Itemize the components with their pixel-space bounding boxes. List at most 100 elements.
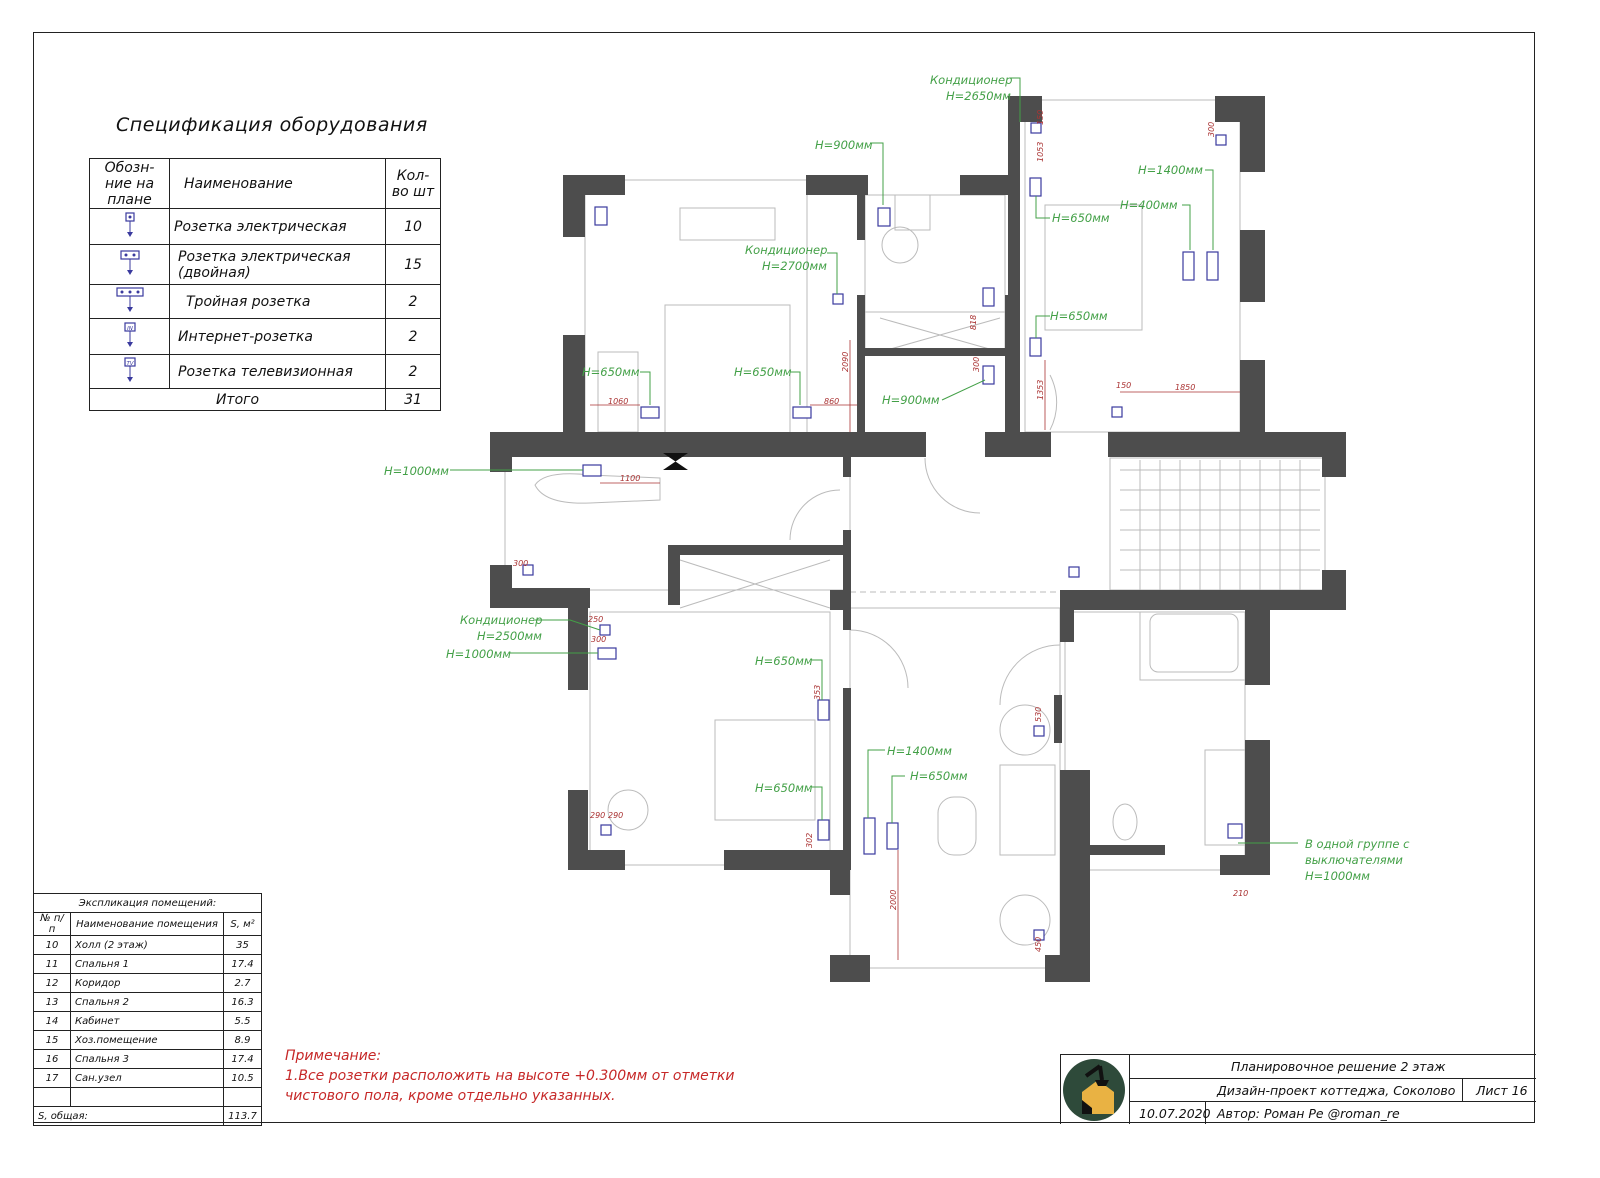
dimension-label: 2090 — [841, 352, 850, 372]
double-socket-icon — [877, 207, 891, 227]
dimension-label: 530 — [1034, 707, 1043, 722]
spec-row: Розетка электрическая (двойная) 15 — [89, 244, 441, 285]
spec-table: Обозн-ние на плане Наименование Кол-во ш… — [89, 158, 441, 411]
spec-header-code: Обозн-ние на плане — [89, 158, 170, 209]
double-socket-icon — [594, 206, 608, 226]
single-socket-icon — [124, 211, 135, 237]
group-label: выключателями — [1305, 853, 1403, 867]
single-socket-icon — [1033, 929, 1045, 941]
plan-thin-lines — [504, 99, 1326, 969]
height-label: H=650мм — [1052, 211, 1110, 225]
note-line-2: чистового пола, кроме отдельно указанных… — [285, 1088, 616, 1104]
sheet-author: Автор: Роман Ре @roman_re — [1217, 1106, 1400, 1121]
spec-header-qty: Кол-во шт — [385, 158, 441, 209]
tv-socket-icon: TV — [123, 356, 136, 382]
group-label: H=1000мм — [1305, 869, 1370, 883]
dimension-label: 1100 — [620, 474, 640, 483]
dimension-label: 450 — [1034, 937, 1043, 952]
double-socket-icon — [597, 647, 617, 660]
double-socket-icon — [817, 699, 830, 721]
spec-row-qty: 2 — [385, 318, 441, 355]
explication-total-area: 113.7 — [223, 1106, 262, 1126]
single-socket-icon — [600, 824, 612, 836]
spec-row-qty: 10 — [385, 208, 441, 245]
spec-row-qty: 2 — [385, 284, 441, 319]
spec-row-name: Интернет-розетка — [169, 318, 386, 355]
ac-height-3: H=2500мм — [477, 629, 542, 643]
double-socket-icon — [1029, 177, 1042, 197]
single-socket-icon — [522, 564, 534, 576]
height-label: H=650мм — [734, 365, 792, 379]
double-socket-icon — [982, 287, 995, 307]
ac-height-2: H=2700мм — [762, 259, 827, 273]
spec-row: Тройная розетка 2 — [89, 284, 441, 319]
height-label: H=1000мм — [446, 647, 511, 661]
tv-icon-label: TV — [126, 361, 134, 367]
explication-header-area: S, м² — [223, 912, 262, 936]
leader-lines — [450, 77, 1298, 844]
spec-title: Спецификация оборудования — [116, 114, 428, 136]
double-socket-icon — [119, 249, 140, 275]
single-socket-icon — [1111, 406, 1123, 418]
socket-markers — [522, 122, 1243, 941]
double-socket-icon — [886, 822, 899, 850]
single-socket-icon — [1068, 566, 1080, 578]
spec-total-qty: 31 — [385, 388, 441, 411]
dimension-label: 302 — [805, 833, 814, 848]
dimension-label: 290 — [590, 811, 605, 820]
double-socket-icon — [640, 406, 660, 419]
dimension-label: 300 — [1207, 122, 1216, 137]
sheet-number: Лист 16 — [1476, 1083, 1528, 1098]
double-socket-icon — [1227, 823, 1243, 839]
spec-row-name: Розетка телевизионная — [169, 354, 386, 389]
dimension-label: 150 — [1036, 110, 1045, 125]
dimension-label: 300 — [972, 357, 981, 372]
dimension-label: 300 — [513, 559, 528, 568]
spec-row: Розетка электрическая 10 — [89, 208, 441, 245]
height-label: H=650мм — [755, 654, 813, 668]
height-labels: Кондиционер H=2650мм H=900мм Кондиционер… — [384, 73, 1410, 883]
double-socket-icon — [582, 464, 602, 477]
ac-label-1: Кондиционер — [930, 73, 1012, 87]
spec-total-label: Итого — [89, 388, 386, 411]
dimension-label: 250 — [588, 615, 603, 624]
height-label: H=900мм — [815, 138, 873, 152]
dimension-label: 210 — [1233, 889, 1248, 898]
spec-row-name: Розетка электрическая — [169, 208, 386, 245]
height-label: H=650мм — [1050, 309, 1108, 323]
triple-socket-icon — [1182, 251, 1195, 281]
height-label: H=1400мм — [1138, 163, 1203, 177]
single-socket-icon — [832, 293, 844, 305]
dimension-label: 1053 — [1036, 142, 1045, 162]
project-name: Дизайн-проект коттеджа, Соколово — [1217, 1083, 1456, 1098]
ac-height-1: H=2650мм — [946, 89, 1011, 103]
explication-table: Экспликация помещений: № п/п Наименовани… — [33, 893, 262, 1126]
dimension-label: 353 — [813, 685, 822, 700]
triple-socket-icon — [1206, 251, 1219, 281]
height-label: H=650мм — [755, 781, 813, 795]
dimension-label: 818 — [969, 315, 978, 330]
spec-row: IN Интернет-розетка 2 — [89, 318, 441, 355]
plan-walls — [490, 96, 1346, 982]
spec-row-qty: 2 — [385, 354, 441, 389]
single-socket-icon — [1030, 122, 1042, 134]
note: Примечание: 1.Все розетки расположить на… — [285, 1046, 734, 1106]
dimension-label: 150 — [1116, 381, 1131, 390]
internet-socket-icon — [863, 817, 876, 855]
ac-label-2: Кондиционер — [745, 243, 827, 257]
height-label: H=1400мм — [887, 744, 952, 758]
lamp-logo — [1063, 1059, 1125, 1121]
height-label: H=900мм — [882, 393, 940, 407]
dimension-labels: 1060 860 2090 1100 300 250 300 150 1850 … — [513, 110, 1248, 960]
internet-socket-icon: IN — [123, 321, 136, 347]
note-title: Примечание: — [285, 1048, 382, 1064]
ac-label-3: Кондиционер — [460, 613, 542, 627]
spec-row: TV Розетка телевизионная 2 — [89, 354, 441, 389]
height-label: H=650мм — [582, 365, 640, 379]
height-label: H=1000мм — [384, 464, 449, 478]
dimension-label: 1353 — [1036, 380, 1045, 400]
double-socket-icon — [817, 819, 830, 841]
dimension-label: 2000 — [889, 890, 898, 910]
